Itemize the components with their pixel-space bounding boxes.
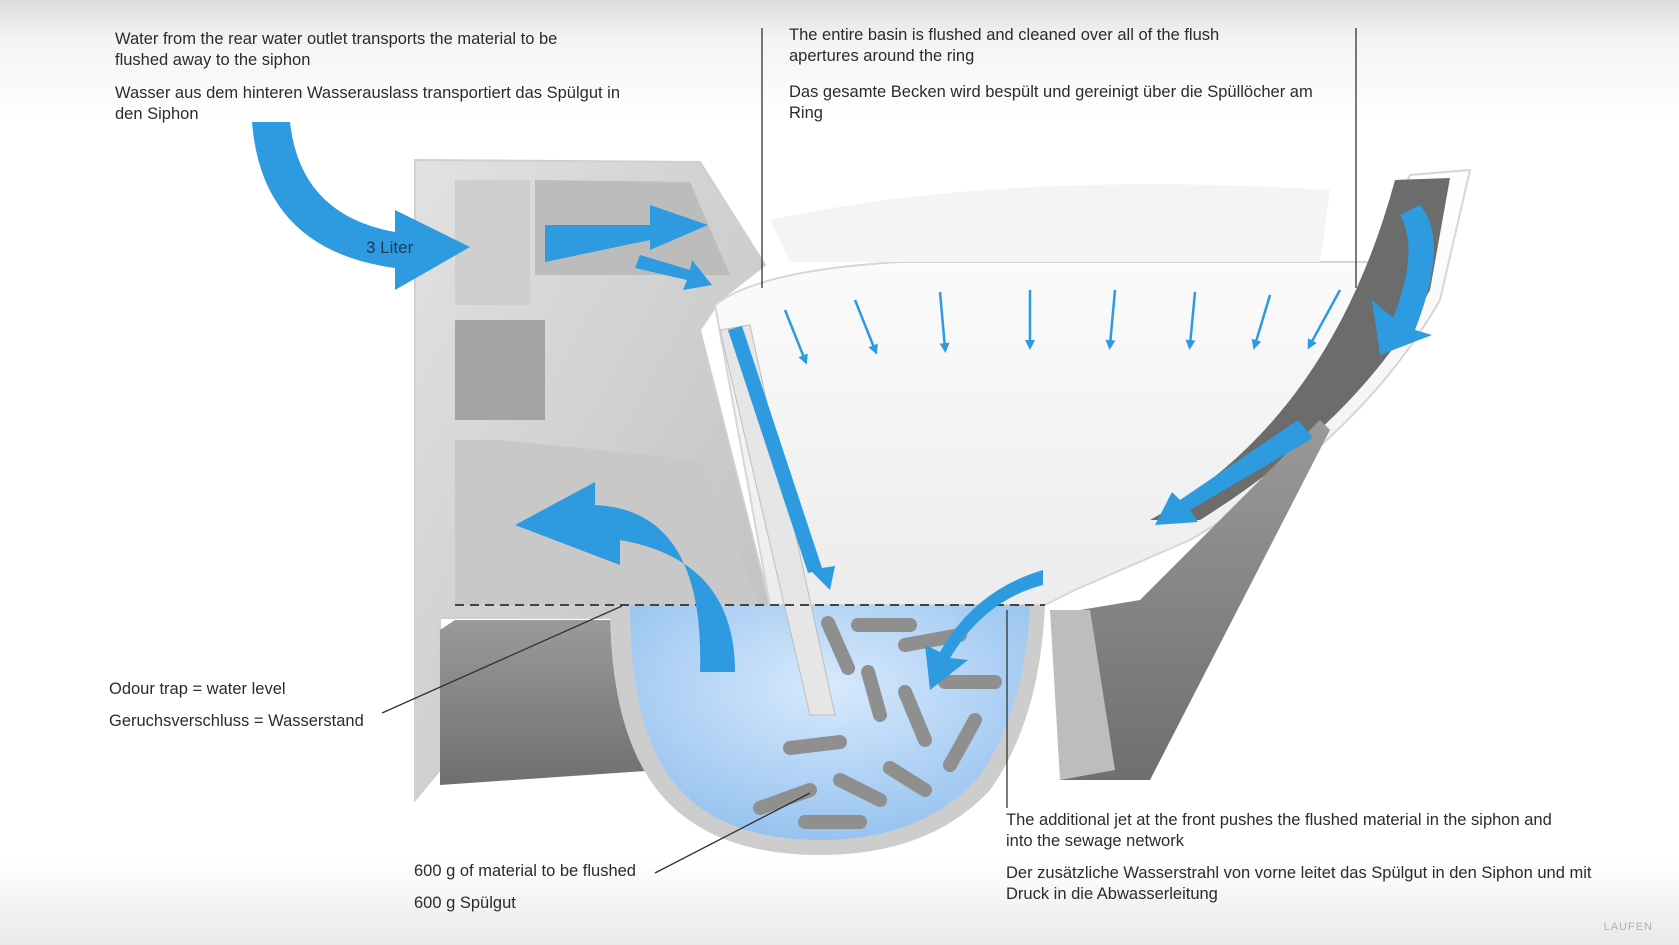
leader-lines [381,28,1357,874]
caption-jet-en: The additional jet at the front pushes t… [1006,811,1552,850]
volume-label: 3 Liter [366,238,414,257]
flow-arrows [252,122,1434,690]
caption-rear-outlet-en: Water from the rear water outlet transpo… [115,30,558,69]
caption-rear-outlet-de: Wasser aus dem hinteren Wasserauslass tr… [115,84,621,123]
caption-material-en: 600 g of material to be flushed [414,862,636,880]
caption-basin-de: Das gesamte Becken wird bespült und gere… [789,83,1313,122]
caption-basin-en: The entire basin is flushed and cleaned … [789,26,1220,65]
caption-odour-de: Geruchsverschluss = Wasserstand [109,712,364,730]
caption-material-de: 600 g Spülgut [414,894,516,912]
caption-odour-en: Odour trap = water level [109,680,286,698]
brand-watermark: LAUFEN [1603,921,1653,933]
inlet-arrow [252,122,470,290]
toilet-body [414,158,1472,855]
rim-flush-jets [783,289,1342,365]
flushed-material [753,616,1002,829]
caption-jet-de: Der zusätzliche Wasserstrahl von vorne l… [1006,864,1592,903]
